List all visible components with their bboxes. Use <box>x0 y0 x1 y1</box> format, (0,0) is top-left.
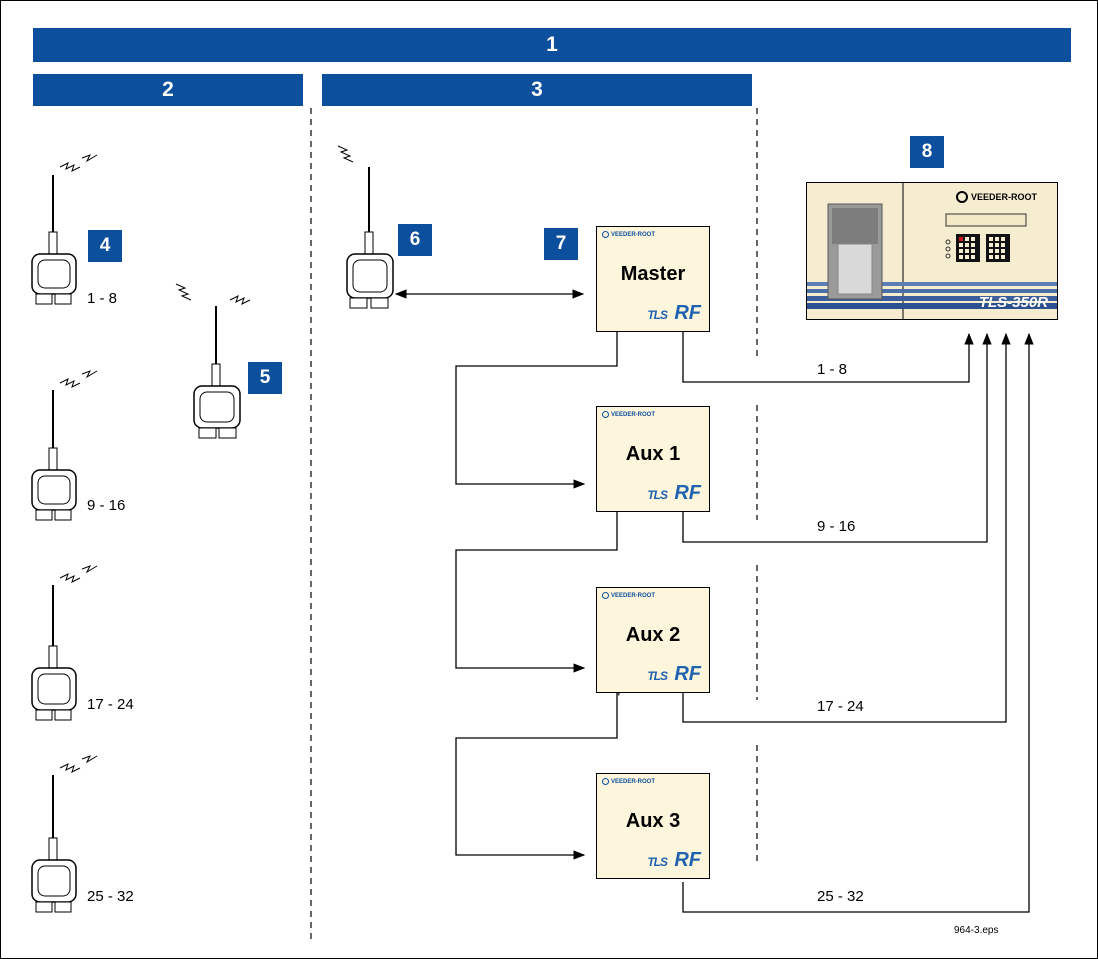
transmitter-9-16 <box>31 370 98 521</box>
tls-brand: TLS <box>647 308 668 322</box>
sensor-range-2: 9 - 16 <box>87 497 126 514</box>
link-aux1-console <box>682 332 992 543</box>
receiver-title: Aux 1 <box>625 443 681 465</box>
console-body <box>806 182 1058 320</box>
console-brand: VEEDER-ROOT <box>971 192 1038 202</box>
veeder-root-logo: VEEDER-ROOT <box>602 592 655 599</box>
sensor-range-3: 17 - 24 <box>87 696 134 713</box>
chain-master-aux1 <box>455 326 618 489</box>
tls-brand: TLS <box>647 669 668 683</box>
console-model: TLS-350R <box>978 294 1048 311</box>
rf-brand: RF <box>674 482 701 504</box>
veeder-root-logo: VEEDER-ROOT <box>602 778 655 785</box>
link-range-2: 9 - 16 <box>817 518 856 535</box>
rf-brand: RF <box>674 663 701 685</box>
chain-aux1-aux2 <box>455 492 618 673</box>
callout-4: 4 <box>88 230 122 262</box>
veeder-root-logo: VEEDER-ROOT <box>602 231 655 238</box>
callout-5: 5 <box>248 362 282 394</box>
callout-7: 7 <box>544 228 578 260</box>
receiver-master: VEEDER-ROOT Master TLS RF <box>596 226 710 332</box>
transmitter-6 <box>337 145 394 309</box>
receiver-aux-3: VEEDER-ROOT Aux 3 TLS RF <box>596 773 710 879</box>
sensor-range-1: 1 - 8 <box>87 290 118 307</box>
repeater-5 <box>175 283 251 439</box>
transmitter-25-32 <box>31 755 98 913</box>
tls-brand: TLS <box>647 855 668 869</box>
veeder-root-logo: VEEDER-ROOT <box>602 411 655 418</box>
rf-brand: RF <box>674 302 701 324</box>
receiver-aux-2: VEEDER-ROOT Aux 2 TLS RF <box>596 587 710 693</box>
transmitter-1-8 <box>31 154 98 305</box>
receiver-title: Master <box>620 263 686 285</box>
receiver-title: Aux 3 <box>625 810 681 832</box>
link-aux3-console <box>682 332 1034 913</box>
band-3: 3 <box>322 74 752 106</box>
link-range-4: 25 - 32 <box>817 888 864 905</box>
sensor-range-4: 25 - 32 <box>87 888 134 905</box>
receiver-title: Aux 2 <box>625 624 681 646</box>
callout-8: 8 <box>910 136 944 168</box>
band-2: 2 <box>33 74 303 106</box>
callout-6: 6 <box>398 224 432 256</box>
transmitter-17-24 <box>31 565 98 721</box>
file-label: 964-3.eps <box>954 925 999 936</box>
band-1: 1 <box>33 28 1071 62</box>
link-range-3: 17 - 24 <box>817 698 864 715</box>
tls-350r-console: VEEDER-ROOT TLS-350R <box>806 182 1058 320</box>
receiver-aux-1: VEEDER-ROOT Aux 1 TLS RF <box>596 406 710 512</box>
tls-brand: TLS <box>647 488 668 502</box>
link-master-console <box>682 330 974 383</box>
rf-brand: RF <box>674 849 701 871</box>
link-aux2-console <box>682 332 1011 723</box>
link-range-1: 1 - 8 <box>817 361 848 378</box>
chain-aux2-aux3 <box>455 674 618 860</box>
